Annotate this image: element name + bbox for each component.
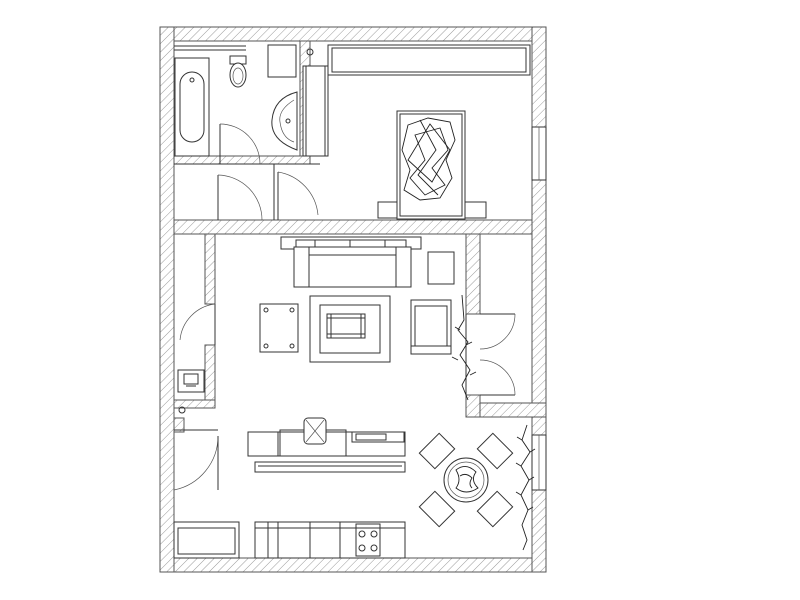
wardrobe xyxy=(327,44,531,76)
bathtub xyxy=(174,57,210,157)
plant-left xyxy=(451,294,477,401)
sofa xyxy=(280,236,422,288)
plant-right xyxy=(515,424,536,551)
side-table xyxy=(427,251,455,285)
storage-cabinet xyxy=(173,521,240,559)
bathroom xyxy=(174,44,314,157)
radiator xyxy=(177,369,205,393)
drain-icon xyxy=(306,48,314,56)
coffee-table xyxy=(326,313,366,339)
round-dining-table xyxy=(418,432,514,528)
side-wardrobe xyxy=(302,65,329,157)
toilet xyxy=(229,55,247,88)
doors xyxy=(173,123,516,491)
kitchen xyxy=(173,417,406,559)
kitchen-island xyxy=(247,417,406,473)
living-room xyxy=(177,236,477,414)
double-bed xyxy=(377,110,487,220)
dining xyxy=(418,424,536,551)
washbasin xyxy=(271,91,298,151)
bath-cabinet xyxy=(267,44,297,78)
exterior-walls xyxy=(159,26,547,573)
bedroom xyxy=(302,44,531,220)
ottoman xyxy=(259,303,299,353)
kitchen-counter xyxy=(254,521,406,559)
socket-icon xyxy=(178,406,186,414)
interior-walls xyxy=(173,40,547,433)
armchair xyxy=(410,299,452,355)
